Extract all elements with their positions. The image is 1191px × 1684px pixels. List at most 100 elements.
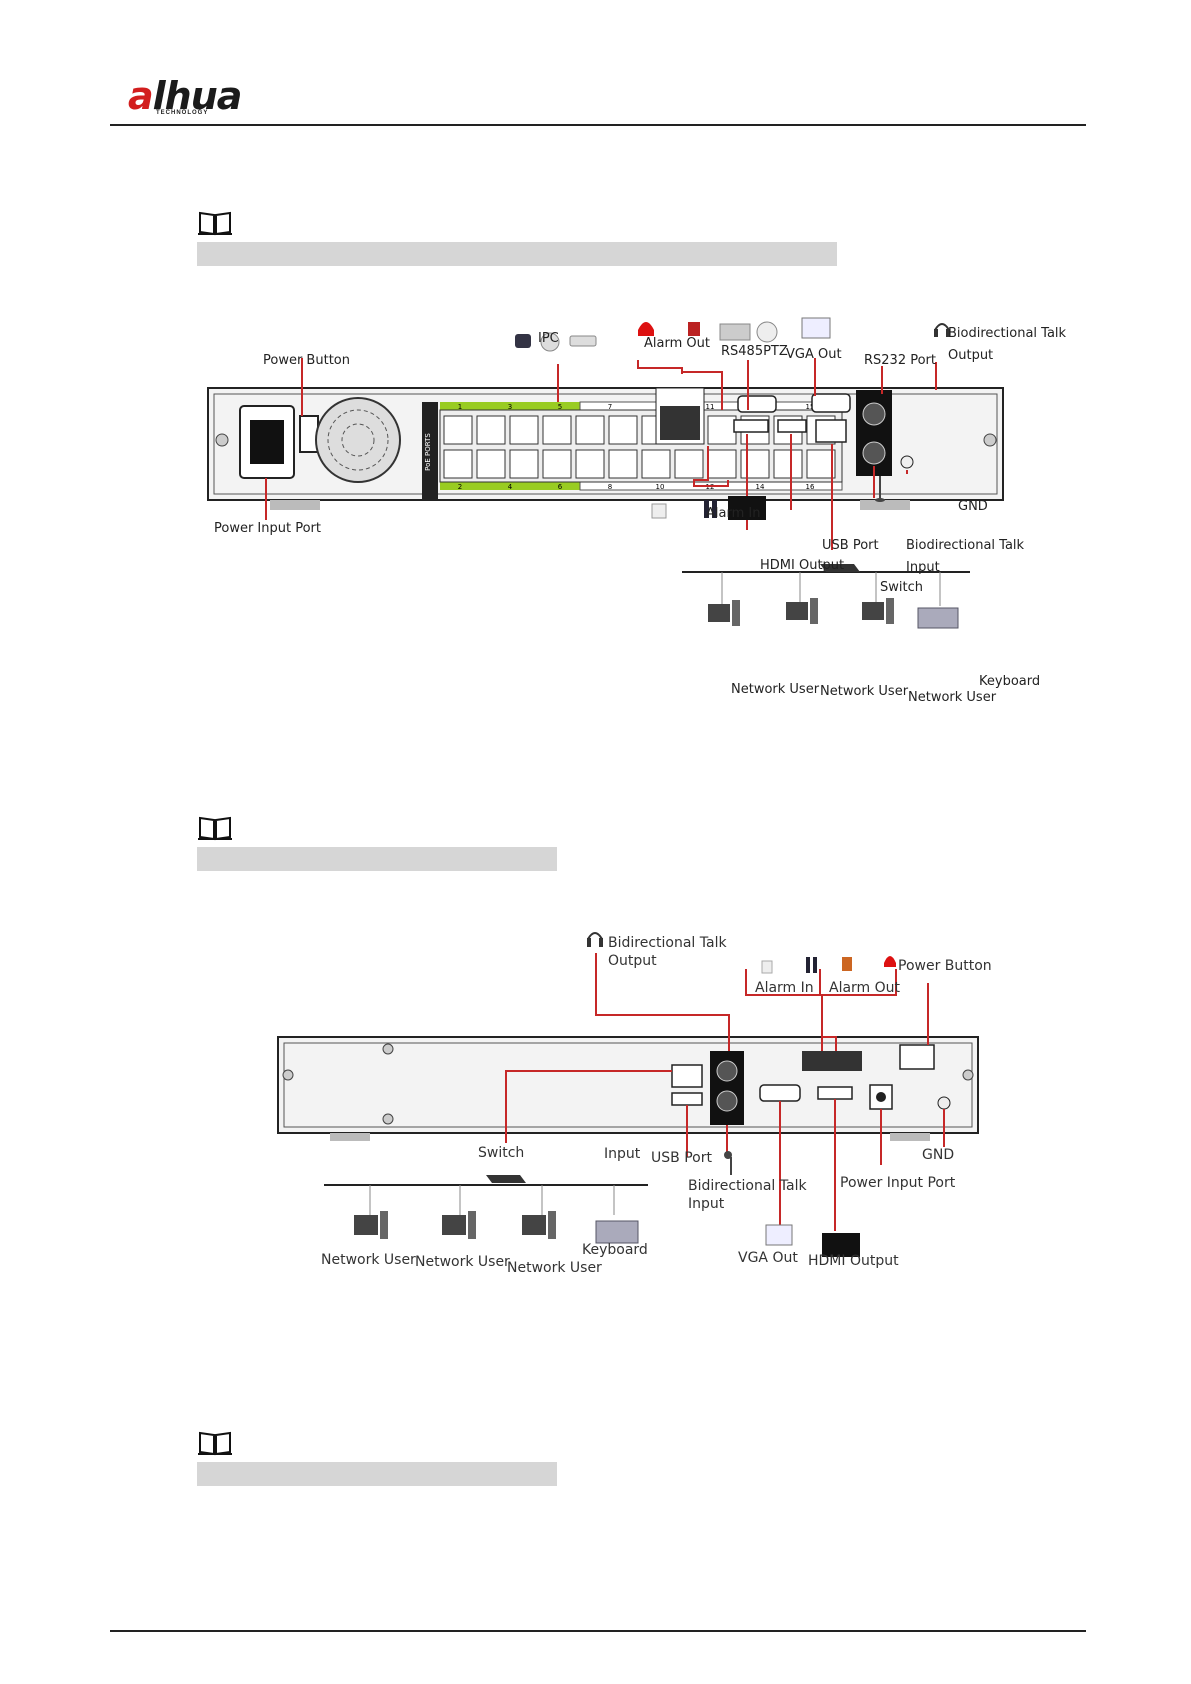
power-switch [899, 1044, 935, 1070]
poe-rj45-port [509, 415, 539, 445]
d1-label-alarm-in: Alarm In [706, 506, 761, 521]
keyboard-icon [917, 607, 959, 629]
d2-label-gnd: GND [922, 1147, 955, 1163]
d1-label-rs232-port: RS232 Port [864, 353, 937, 368]
alarm-terminal-block [802, 1051, 862, 1071]
d2-label-switch: Switch [478, 1145, 525, 1161]
poe-rj45-port [542, 449, 572, 479]
brand-logo: alhua TECHNOLOGY [120, 70, 260, 120]
note-book-icon [198, 1431, 232, 1456]
hdmi-port [733, 419, 769, 433]
port-number-top: 11 [706, 403, 715, 411]
logo-wordmark: lhua [152, 74, 243, 118]
d1-label-keyboard: Keyboard [979, 674, 1041, 689]
note-book-icon [198, 816, 232, 841]
network-user-pc-icons [354, 1211, 556, 1239]
power-input-socket [869, 1084, 893, 1110]
switch-network [324, 1175, 648, 1215]
port-number-top: 15 [806, 403, 815, 411]
callout-lines [505, 953, 945, 1231]
d2-label-bidir-talk-output-1: Bidirectional Talk [608, 935, 727, 951]
port-number-bottom: 8 [608, 483, 612, 491]
d1-label-power-button: Power Button [263, 353, 350, 368]
note-book-icon [198, 211, 232, 236]
logo-mark: a [128, 74, 154, 118]
d1-label-power-input-port: Power Input Port [214, 521, 322, 536]
vga-port [759, 1084, 801, 1102]
poe-rj45-port [674, 449, 704, 479]
d1-label-network-user-2: Network User [820, 684, 909, 699]
gnd-terminal [937, 1096, 951, 1110]
header-rule [110, 124, 1086, 126]
hdmi-monitor-icon [822, 1233, 860, 1257]
ipc-camera-icons [515, 332, 597, 352]
d1-label-network-user-3: Network User [908, 690, 997, 705]
port-number-top: 5 [558, 403, 562, 411]
power-switch [299, 415, 319, 453]
d1-label-alarm-out: Alarm Out [644, 336, 710, 351]
note-redacted-bar [197, 1462, 557, 1486]
network-port [815, 419, 847, 443]
hdmi-monitor-icon [728, 496, 766, 520]
port-number-bottom: 16 [806, 483, 815, 491]
d1-label-network-user-1: Network User [731, 682, 820, 697]
port-number-bottom: 2 [458, 483, 462, 491]
ptz-device-icons [719, 321, 778, 343]
poe-rj45-port [575, 415, 605, 445]
d1-label-biodir-talk-input-2: Input [906, 560, 940, 575]
port-number-top: 7 [608, 403, 612, 411]
d1-label-biodir-talk-output-2: Output [948, 348, 994, 363]
d2-label-hdmi-output: HDMI Output [808, 1253, 899, 1269]
d2-label-vga-out: VGA Out [738, 1250, 798, 1266]
vga-monitor-icon [765, 1224, 793, 1246]
d2-label-alarm-out: Alarm Out [829, 980, 901, 996]
port-number-bottom: 6 [558, 483, 563, 491]
poe-ports-label: PoE PORTS [424, 433, 432, 471]
footer-rule [110, 1630, 1086, 1632]
note-redacted-bar [197, 242, 837, 266]
vga-port [737, 395, 777, 413]
d1-label-hdmi-output: HDMI Output [760, 558, 845, 573]
d2-label-power-input-port: Power Input Port [840, 1175, 956, 1191]
poe-rj45-port [476, 449, 506, 479]
poe-rj45-port [476, 415, 506, 445]
port-number-bottom: 10 [656, 483, 665, 491]
d2-label-network-user-2: Network User [415, 1254, 510, 1270]
d1-label-vga-out: VGA Out [786, 347, 842, 362]
d1-label-usb-port: USB Port [822, 538, 879, 553]
d1-label-ipc: IPC [538, 331, 559, 346]
alarm-in-sensor-icons [651, 500, 717, 519]
d2-label-keyboard: Keyboard [582, 1242, 648, 1258]
fan-grille [315, 397, 401, 483]
vga-monitor-icon [801, 317, 831, 339]
network-port [671, 1064, 703, 1088]
poe-rj45-port [641, 449, 671, 479]
d2-label-bidir-talk-output-2: Output [608, 953, 657, 969]
rs232-port [811, 393, 851, 413]
poe-rj45-port [443, 449, 473, 479]
d1-label-biodir-talk-input-1: Biodirectional Talk [906, 538, 1025, 553]
alarm-terminal-block [655, 387, 705, 445]
port-number-top: 1 [458, 403, 462, 411]
poe-rj45-port [509, 449, 539, 479]
d2-label-network-user-3: Network User [507, 1260, 602, 1276]
hdmi-port [817, 1086, 853, 1100]
poe-rj45-port [575, 449, 605, 479]
headset-icon-output [934, 323, 950, 337]
power-inlet [239, 405, 295, 479]
audio-ports [856, 390, 892, 476]
usb-port [777, 419, 807, 433]
poe-rj45-port [542, 415, 572, 445]
port-number-top: 3 [508, 403, 512, 411]
d2-label-input: Input [604, 1146, 641, 1162]
poe-rj45-port [773, 449, 803, 479]
poe-rj45-port [608, 415, 638, 445]
poe-rj45-port [740, 449, 770, 479]
d2-label-alarm-in: Alarm In [755, 980, 814, 996]
d2-label-bidir-talk-input-2: Input [688, 1196, 725, 1212]
d1-label-rs485ptz: RS485PTZ [721, 344, 788, 359]
d1-label-gnd: GND [958, 499, 988, 514]
poe-rj45-port [443, 415, 473, 445]
